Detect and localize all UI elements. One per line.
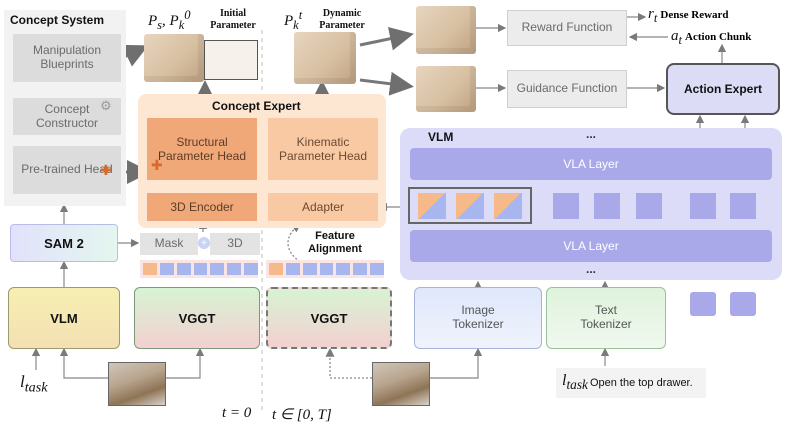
time-range-label: t ∈ [0, T] bbox=[272, 407, 332, 423]
structural-parameter-head: Structural Parameter Head bbox=[147, 118, 257, 180]
gear-icon: ⚙ bbox=[100, 98, 112, 113]
image-token-group bbox=[408, 187, 532, 224]
dynamic-parameter-image bbox=[294, 32, 356, 84]
action-token bbox=[730, 292, 756, 316]
text-token bbox=[594, 193, 620, 219]
vlm-dots-top: ... bbox=[586, 127, 597, 141]
dynamic-parameter-symbol: Pkt bbox=[284, 8, 303, 32]
manipulation-blueprints-box: Manipulation Blueprints bbox=[13, 34, 121, 82]
task-instruction-box: ltask Open the top drawer. bbox=[556, 368, 706, 398]
action-chunk-label: Action Chunk bbox=[685, 31, 752, 43]
adapter-box: Adapter bbox=[268, 193, 378, 221]
3d-encoder-box: 3D Encoder bbox=[147, 193, 257, 221]
text-tokenizer-box: Text Tokenizer bbox=[546, 287, 666, 349]
kinematic-parameter-head: Kinematic Parameter Head bbox=[268, 118, 378, 180]
r-t-symbol: rt bbox=[648, 6, 658, 25]
scene-photo-initial bbox=[108, 362, 166, 406]
initial-parameter-image bbox=[144, 34, 204, 82]
pretrained-head-box: Pre-trained Head bbox=[13, 146, 121, 194]
puzzle-icon: ✚ bbox=[100, 162, 112, 178]
token-orange bbox=[143, 263, 157, 275]
vlm-left-box: VLM bbox=[8, 287, 120, 349]
vla-layer-bottom: VLA Layer bbox=[410, 230, 772, 262]
text-token bbox=[690, 193, 716, 219]
token-blue bbox=[336, 263, 351, 275]
token-blue bbox=[227, 263, 242, 275]
puzzle-icon: ✚ bbox=[151, 157, 163, 173]
concept-expert-title: Concept Expert bbox=[212, 99, 301, 113]
vggt-left-box: VGGT bbox=[134, 287, 260, 349]
token-blue bbox=[176, 263, 191, 275]
three-d-box: 3D bbox=[210, 233, 260, 255]
token-blue bbox=[319, 263, 334, 275]
token-blue bbox=[159, 263, 174, 275]
guidance-render-image bbox=[416, 66, 476, 112]
guidance-function-box: Guidance Function bbox=[507, 70, 627, 108]
l-task-left: ltask bbox=[20, 372, 48, 396]
token-blue bbox=[244, 263, 259, 275]
initial-parameter-zoom bbox=[204, 40, 258, 80]
token-strip-right bbox=[266, 260, 385, 278]
image-token bbox=[456, 192, 484, 219]
a-t-symbol: at bbox=[671, 28, 682, 47]
reward-function-box: Reward Function bbox=[507, 10, 627, 46]
vlm-panel-title: VLM bbox=[428, 130, 454, 144]
dense-reward-output: rt Dense Reward bbox=[648, 6, 729, 26]
plus-icon: + bbox=[198, 237, 210, 249]
mask-box: Mask bbox=[140, 233, 198, 255]
vggt-right-box: VGGT bbox=[266, 287, 392, 349]
text-token bbox=[553, 193, 579, 219]
reward-render-image bbox=[416, 6, 476, 54]
token-orange bbox=[269, 263, 283, 275]
l-task-right: ltask bbox=[562, 372, 588, 393]
sam2-box: SAM 2 bbox=[10, 224, 118, 262]
task-instruction-text: Open the top drawer. bbox=[589, 377, 693, 389]
scene-photo-current bbox=[372, 362, 430, 406]
initial-parameter-symbol: Ps, Pk0 bbox=[148, 8, 191, 32]
image-token bbox=[418, 192, 446, 219]
token-blue bbox=[353, 263, 368, 275]
text-token bbox=[636, 193, 662, 219]
vla-layer-top: VLA Layer bbox=[410, 148, 772, 180]
action-chunk-output: at Action Chunk bbox=[671, 28, 751, 48]
token-blue bbox=[302, 263, 317, 275]
image-token bbox=[494, 192, 522, 219]
token-blue bbox=[370, 263, 385, 275]
concept-system-title: Concept System bbox=[10, 13, 105, 27]
token-strip-left bbox=[140, 260, 259, 278]
image-tokenizer-box: Image Tokenizer bbox=[414, 287, 542, 349]
action-token bbox=[690, 292, 716, 316]
initial-parameter-label: Initial Parameter bbox=[210, 8, 256, 31]
concept-constructor-box: Concept Constructor bbox=[13, 98, 121, 135]
time-zero-label: t = 0 bbox=[222, 405, 252, 421]
vlm-dots-bottom: ... bbox=[586, 262, 597, 276]
dynamic-parameter-label: Dynamic Parameter bbox=[319, 8, 365, 31]
text-token bbox=[730, 193, 756, 219]
token-blue bbox=[193, 263, 208, 275]
dense-reward-label: Dense Reward bbox=[660, 9, 729, 21]
action-expert-box: Action Expert bbox=[666, 63, 780, 115]
token-blue bbox=[285, 263, 300, 275]
token-blue bbox=[210, 263, 225, 275]
feature-alignment-label: Feature Alignment bbox=[308, 230, 362, 256]
